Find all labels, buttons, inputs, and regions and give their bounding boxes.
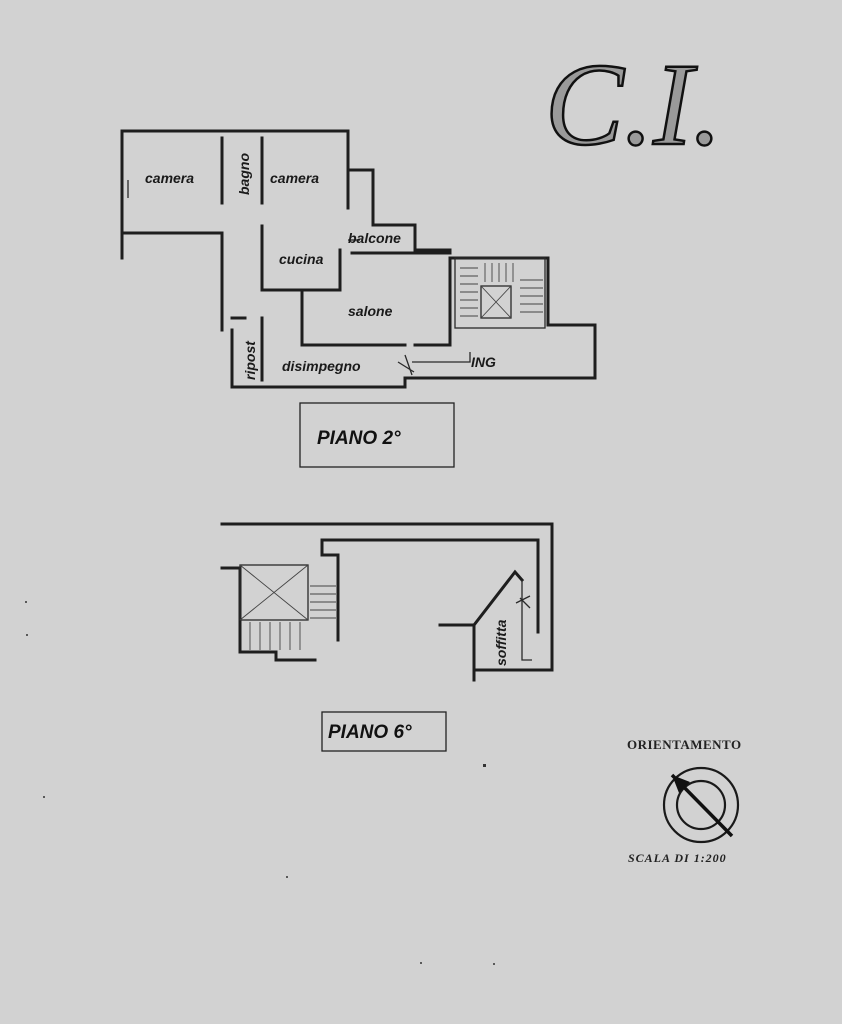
floor-plan-piano-2: camera bagno camera balcone cucina salon… — [120, 129, 597, 389]
logo-text: C.I. — [545, 39, 722, 170]
room-label-disimpegno: disimpegno — [282, 358, 361, 374]
orientation-block: ORIENTAMENTO SCALA DI 1:200 — [627, 737, 742, 865]
scale-label: SCALA DI 1:200 — [628, 851, 727, 865]
room-label-bagno: bagno — [236, 153, 252, 195]
room-label-salone: salone — [348, 303, 393, 319]
room-label-camera-right: camera — [270, 170, 319, 186]
entrance-label-ing: ING — [471, 354, 496, 370]
floor-title-box-piano-6: PIANO 6° — [321, 711, 447, 752]
floor-title-box-piano-2: PIANO 2° — [299, 402, 455, 468]
stairwell-piano-2 — [454, 257, 546, 329]
orientation-label: ORIENTAMENTO — [627, 737, 742, 752]
floor-title-piano-6: PIANO 6° — [328, 722, 412, 743]
compass-icon — [662, 766, 740, 844]
logo: C.I. — [544, 38, 724, 172]
room-label-ripost: ripost — [242, 340, 258, 380]
room-label-camera-left: camera — [145, 170, 194, 186]
scan-specks — [25, 601, 495, 965]
room-label-cucina: cucina — [279, 251, 324, 267]
floor-plan-piano-6: soffitta — [220, 522, 554, 682]
stairwell-piano-6 — [239, 564, 336, 650]
floor-title-piano-2: PIANO 2° — [317, 428, 401, 449]
room-label-soffitta: soffitta — [493, 619, 509, 666]
room-label-balcone: balcone — [348, 230, 401, 246]
